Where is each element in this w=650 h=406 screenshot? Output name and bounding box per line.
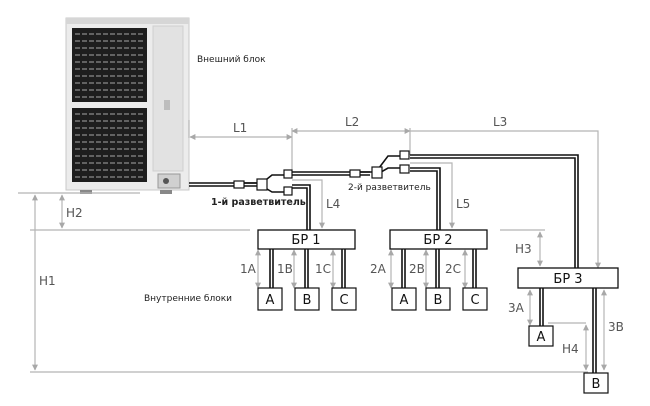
label-l3: L3 (493, 115, 507, 129)
indoor-unit-1c: C (331, 287, 357, 311)
dimension-l5 (410, 162, 455, 229)
indoor-units-label: Внутренние блоки (144, 294, 232, 304)
svg-text:B: B (434, 293, 443, 308)
dimension-l3 (410, 130, 601, 269)
bp2-box: БР 2 (389, 229, 488, 250)
svg-text:C: C (339, 293, 348, 308)
label-h4: H4 (562, 342, 579, 356)
bp3-box: БР 3 (517, 267, 619, 289)
label-l1: L1 (233, 121, 247, 135)
label-2b: 2B (409, 262, 425, 276)
svg-text:B: B (592, 377, 601, 392)
bp3-label: БР 3 (553, 272, 582, 287)
svg-text:A: A (266, 293, 275, 308)
label-3a: 3A (508, 301, 525, 315)
label-l4: L4 (326, 197, 340, 211)
label-h1: H1 (39, 274, 56, 288)
bp1-box: БР 1 (257, 229, 356, 250)
label-l5: L5 (456, 197, 470, 211)
label-1a: 1A (240, 262, 257, 276)
indoor-unit-3a: A (528, 325, 554, 347)
indoor-unit-2b: B (425, 287, 451, 311)
label-2c: 2C (445, 262, 461, 276)
splitter-2-label: 2-й разветвитель (348, 183, 431, 193)
svg-text:A: A (400, 293, 409, 308)
fan-grille-bottom (72, 108, 147, 182)
label-2a: 2A (370, 262, 387, 276)
splitter-2 (349, 150, 410, 179)
bp1-label: БР 1 (291, 233, 320, 248)
label-3b: 3B (608, 320, 624, 334)
indoor-unit-1a: A (257, 287, 283, 311)
label-l2: L2 (345, 115, 359, 129)
svg-text:C: C (470, 293, 479, 308)
indoor-unit-2a: A (391, 287, 417, 311)
dimension-l4 (292, 179, 325, 229)
label-h3: H3 (515, 242, 532, 256)
bp2-label: БР 2 (423, 233, 452, 248)
indoor-unit-1b: B (294, 287, 320, 311)
splitter-1 (233, 169, 293, 196)
outdoor-unit (65, 17, 190, 194)
label-1b: 1B (277, 262, 293, 276)
splitter-1-label: 1-й разветвитель (211, 197, 306, 208)
svg-text:A: A (537, 330, 546, 345)
indoor-unit-3b: B (583, 372, 609, 394)
outdoor-unit-label: Внешний блок (197, 55, 266, 65)
label-h2: H2 (66, 206, 83, 220)
fan-grille-top (72, 28, 147, 102)
label-1c: 1C (315, 262, 331, 276)
indoor-unit-2c: C (462, 287, 488, 311)
svg-text:B: B (303, 293, 312, 308)
